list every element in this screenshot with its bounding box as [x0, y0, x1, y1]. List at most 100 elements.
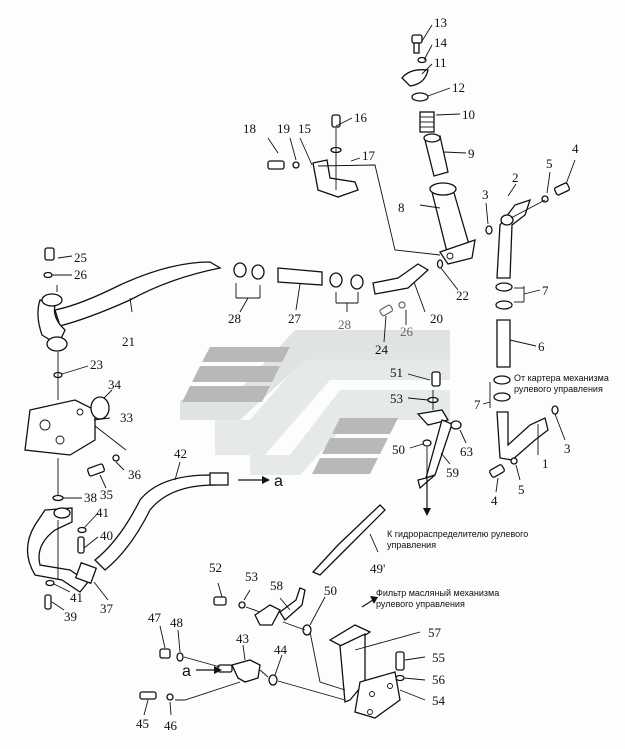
- label-part-54: 54: [432, 693, 446, 708]
- connection-label-a-upper: a: [274, 473, 283, 490]
- label-part-28: 28: [228, 311, 241, 326]
- watermark-bar: [192, 366, 280, 382]
- label-part-49: 49': [370, 561, 385, 576]
- part-15-bracket: [312, 159, 359, 198]
- label-part-46: 46: [164, 718, 178, 733]
- part-37-pipe-assembly: [26, 507, 98, 593]
- label-part-17: 17: [362, 148, 376, 163]
- part-9-element: [423, 133, 449, 177]
- part-46-washer: [166, 693, 174, 701]
- label-part-52: 52: [209, 560, 222, 575]
- part-39-bolt: [44, 594, 52, 610]
- part-50-oring: [422, 439, 432, 447]
- part-43-nipple: [217, 664, 233, 673]
- part-26-washer-top: [43, 271, 53, 279]
- part-12-oring: [411, 92, 429, 102]
- part-21-pipe: [54, 261, 222, 327]
- part-4-bolt-lower: [489, 464, 505, 478]
- label-part-42: 42: [174, 446, 187, 461]
- label-part-35: 35: [100, 487, 113, 502]
- part-7-clamps-lower: [493, 375, 511, 402]
- label-part-43: 43: [236, 631, 249, 646]
- part-10-spring: [419, 111, 435, 133]
- label-part-21: 21: [122, 334, 135, 349]
- part-18-bolt: [267, 160, 285, 170]
- part-2-elbow: [496, 198, 532, 279]
- part-26-washer-mid: [398, 301, 406, 309]
- part-6-hose: [496, 319, 511, 368]
- label-part-48: 48: [170, 615, 183, 630]
- label-part-7-lower: 7: [474, 397, 481, 412]
- label-part-59: 59: [446, 465, 459, 480]
- part-28-clamps-right: [329, 272, 364, 290]
- leader-lines: [51, 24, 576, 716]
- label-part-40: 40: [100, 528, 113, 543]
- part-11-cap: [401, 69, 429, 87]
- label-part-8: 8: [398, 200, 405, 215]
- label-part-5-lower: 5: [518, 482, 525, 497]
- label-part-2: 2: [512, 170, 519, 185]
- arrow-right-icon: [214, 666, 222, 674]
- label-part-53-lower: 53: [245, 569, 258, 584]
- part-45-bolt: [139, 691, 157, 700]
- label-part-25: 25: [74, 250, 87, 265]
- connection-label-a-lower: a: [182, 663, 191, 680]
- part-28-clamps-left: [233, 262, 265, 280]
- label-part-41-lower: 41: [70, 590, 83, 605]
- label-part-19: 19: [277, 121, 290, 136]
- watermark-chevron: [250, 390, 450, 475]
- part-27-hose: [277, 267, 323, 286]
- watermark-bar: [202, 347, 290, 362]
- part-14-washer: [417, 56, 427, 64]
- part-50-oring-lower: [302, 624, 312, 636]
- label-part-5: 5: [546, 156, 553, 171]
- label-part-26: 26: [74, 267, 88, 282]
- label-part-37: 37: [100, 601, 114, 616]
- label-part-50: 50: [392, 442, 405, 457]
- part-41-washer: [77, 526, 87, 534]
- watermark-bar: [332, 418, 398, 434]
- label-part-23: 23: [90, 357, 103, 372]
- label-part-10: 10: [462, 107, 475, 122]
- part-20-hose: [372, 263, 430, 295]
- part-35-bolt: [87, 463, 105, 477]
- label-part-4: 4: [572, 141, 579, 156]
- part-59-pipe: [416, 409, 453, 490]
- part-13-bolt: [411, 34, 423, 54]
- note-from-case-line2: рулевого управления: [514, 384, 603, 394]
- part-42-hose: [94, 474, 217, 571]
- arrow-up-right-icon: [370, 596, 378, 604]
- label-part-6: 6: [538, 339, 545, 354]
- watermark-bar: [312, 458, 378, 474]
- part-56-washer: [395, 674, 405, 682]
- part-63-plug: [450, 420, 462, 430]
- label-part-57: 57: [428, 625, 442, 640]
- label-part-16: 16: [354, 110, 368, 125]
- part-labels: 13 14 11 12 10 9 8 16 17 18 19 15 2 5 4 …: [64, 15, 579, 733]
- part-44-oring: [268, 674, 278, 686]
- label-part-58: 58: [270, 578, 283, 593]
- note-to-valve-line1: К гидрораспределителю рулевого: [387, 529, 528, 539]
- part-49-hose: [311, 504, 386, 576]
- part-22-oring: [436, 259, 444, 269]
- part-34-oring: [90, 396, 110, 420]
- label-part-39: 39: [64, 609, 77, 624]
- part-41-washer-lower: [45, 579, 55, 587]
- label-part-26-mid: 26: [400, 324, 414, 339]
- part-7-clamps: [495, 282, 513, 310]
- part-19-washer: [292, 161, 300, 169]
- watermark-logo: [180, 330, 450, 475]
- part-43-banjo: [231, 659, 261, 683]
- label-part-38: 38: [84, 490, 97, 505]
- arrow-right-icon: [262, 476, 270, 484]
- label-part-34: 34: [108, 377, 122, 392]
- part-51-bolt: [431, 371, 441, 387]
- flow-arrows: a a: [182, 473, 431, 680]
- part-42-fitting: [209, 472, 229, 486]
- label-part-56: 56: [432, 672, 446, 687]
- label-part-63: 63: [460, 444, 473, 459]
- label-part-12: 12: [452, 80, 465, 95]
- label-part-14: 14: [434, 35, 448, 50]
- part-47-plug: [159, 648, 171, 659]
